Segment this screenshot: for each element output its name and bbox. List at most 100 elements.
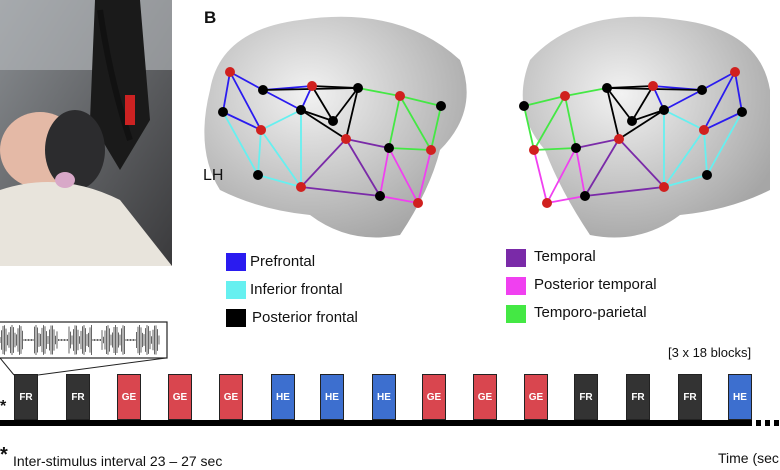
network-edge-black xyxy=(618,109,665,140)
network-edge-purple xyxy=(584,186,665,197)
network-edge-mag xyxy=(546,195,586,204)
block-he: HE xyxy=(271,374,295,420)
network-edge-mag xyxy=(388,147,419,204)
network-edge-green xyxy=(388,147,432,151)
network-edge-cyan xyxy=(260,129,302,188)
network-edge-purple xyxy=(618,138,665,188)
network-edge-purple xyxy=(345,138,381,197)
channel-node-red xyxy=(529,145,539,155)
network-edge-blue xyxy=(229,71,264,91)
timeline-axis xyxy=(0,420,752,426)
panel-label: B xyxy=(204,8,217,27)
network-edge-blue xyxy=(703,71,736,131)
legend-swatch-posterior-frontal xyxy=(226,309,246,327)
network-edge-black xyxy=(332,87,359,122)
network-edge-black xyxy=(300,109,334,122)
network-edge-mag xyxy=(533,149,548,204)
block-ge: GE xyxy=(117,374,141,420)
network-edge-black xyxy=(606,87,620,140)
network-edge-green xyxy=(399,95,442,107)
network-edge-mag xyxy=(379,147,390,197)
footnote-asterisk: * xyxy=(0,444,8,466)
network-edge-purple xyxy=(300,138,347,188)
channel-node-red xyxy=(648,81,658,91)
legend-label-posterior-temporal: Posterior temporal xyxy=(534,276,657,293)
channel-node-black xyxy=(659,105,669,115)
network-edge-cyan xyxy=(257,129,262,176)
channel-node-black xyxy=(571,143,581,153)
channel-node-red xyxy=(296,182,306,192)
network-edge-black xyxy=(606,85,654,89)
network-edge-cyan xyxy=(663,174,708,188)
channel-node-black xyxy=(702,170,712,180)
block-ge: GE xyxy=(473,374,497,420)
channel-node-black xyxy=(218,107,228,117)
channel-node-black xyxy=(602,83,612,93)
network-edge-purple xyxy=(575,138,620,149)
network-edge-cyan xyxy=(257,174,302,188)
channel-node-black xyxy=(328,116,338,126)
network-edge-blue xyxy=(663,89,703,111)
block-he: HE xyxy=(320,374,344,420)
network-edge-mag xyxy=(379,195,419,204)
network-edge-purple xyxy=(300,186,381,197)
network-edge-black xyxy=(311,85,359,89)
block-fr: FR xyxy=(14,374,38,420)
channel-node-red xyxy=(395,91,405,101)
channel-node-red xyxy=(730,67,740,77)
time-axis-label: Time (sec xyxy=(718,450,779,466)
network-edge-mag xyxy=(575,147,586,197)
legend-label-temporo-parietal: Temporo-parietal xyxy=(534,304,647,321)
legend-label-inferior-frontal: Inferior frontal xyxy=(250,281,343,298)
network-edge-mag xyxy=(417,149,432,204)
network-edge-green xyxy=(523,105,535,151)
network-edge-black xyxy=(311,85,334,122)
network-edge-black xyxy=(631,85,654,122)
footnote-text: Inter-stimulus interval 23 – 27 sec xyxy=(13,453,223,469)
block-he: HE xyxy=(728,374,752,420)
channel-node-red xyxy=(659,182,669,192)
network-edge-purple xyxy=(584,138,620,197)
channel-node-black xyxy=(697,85,707,95)
block-fr: FR xyxy=(574,374,598,420)
channel-node-black xyxy=(296,105,306,115)
timeline-continuation xyxy=(756,420,780,426)
block-he: HE xyxy=(372,374,396,420)
hemisphere-label: LH xyxy=(203,167,224,184)
channel-node-red xyxy=(341,134,351,144)
channel-node-red xyxy=(542,198,552,208)
channel-node-red xyxy=(225,67,235,77)
network-edge-green xyxy=(523,95,566,107)
network-edge-cyan xyxy=(260,109,302,131)
channel-node-black xyxy=(384,143,394,153)
channel-node-red xyxy=(426,145,436,155)
network-edge-green xyxy=(533,95,566,151)
channel-node-black xyxy=(580,191,590,201)
legend-swatch-temporal xyxy=(506,249,526,267)
network-edge-green xyxy=(388,95,401,149)
channel-node-black xyxy=(353,83,363,93)
network-edge-blue xyxy=(734,71,743,113)
channel-node-black xyxy=(375,191,385,201)
network-edge-green xyxy=(564,87,608,97)
channel-node-black xyxy=(253,170,263,180)
network-edge-black xyxy=(345,87,359,140)
channel-node-red xyxy=(560,91,570,101)
legend-swatch-temporo-parietal xyxy=(506,305,526,323)
network-edge-green xyxy=(399,95,432,151)
block-ge: GE xyxy=(524,374,548,420)
network-edge-blue xyxy=(262,89,302,111)
network-edge-blue xyxy=(222,71,231,113)
channel-node-red xyxy=(307,81,317,91)
block-ge: GE xyxy=(219,374,243,420)
channel-node-black xyxy=(519,101,529,111)
network-edge-blue xyxy=(701,71,736,91)
network-edge-black xyxy=(300,109,347,140)
network-edge-green xyxy=(564,95,577,149)
block-fr: FR xyxy=(626,374,650,420)
block-ge: GE xyxy=(168,374,192,420)
network-edge-blue xyxy=(703,111,743,131)
blocks-note: [3 x 18 blocks] xyxy=(668,345,752,360)
brain-network-diagram xyxy=(204,16,770,238)
